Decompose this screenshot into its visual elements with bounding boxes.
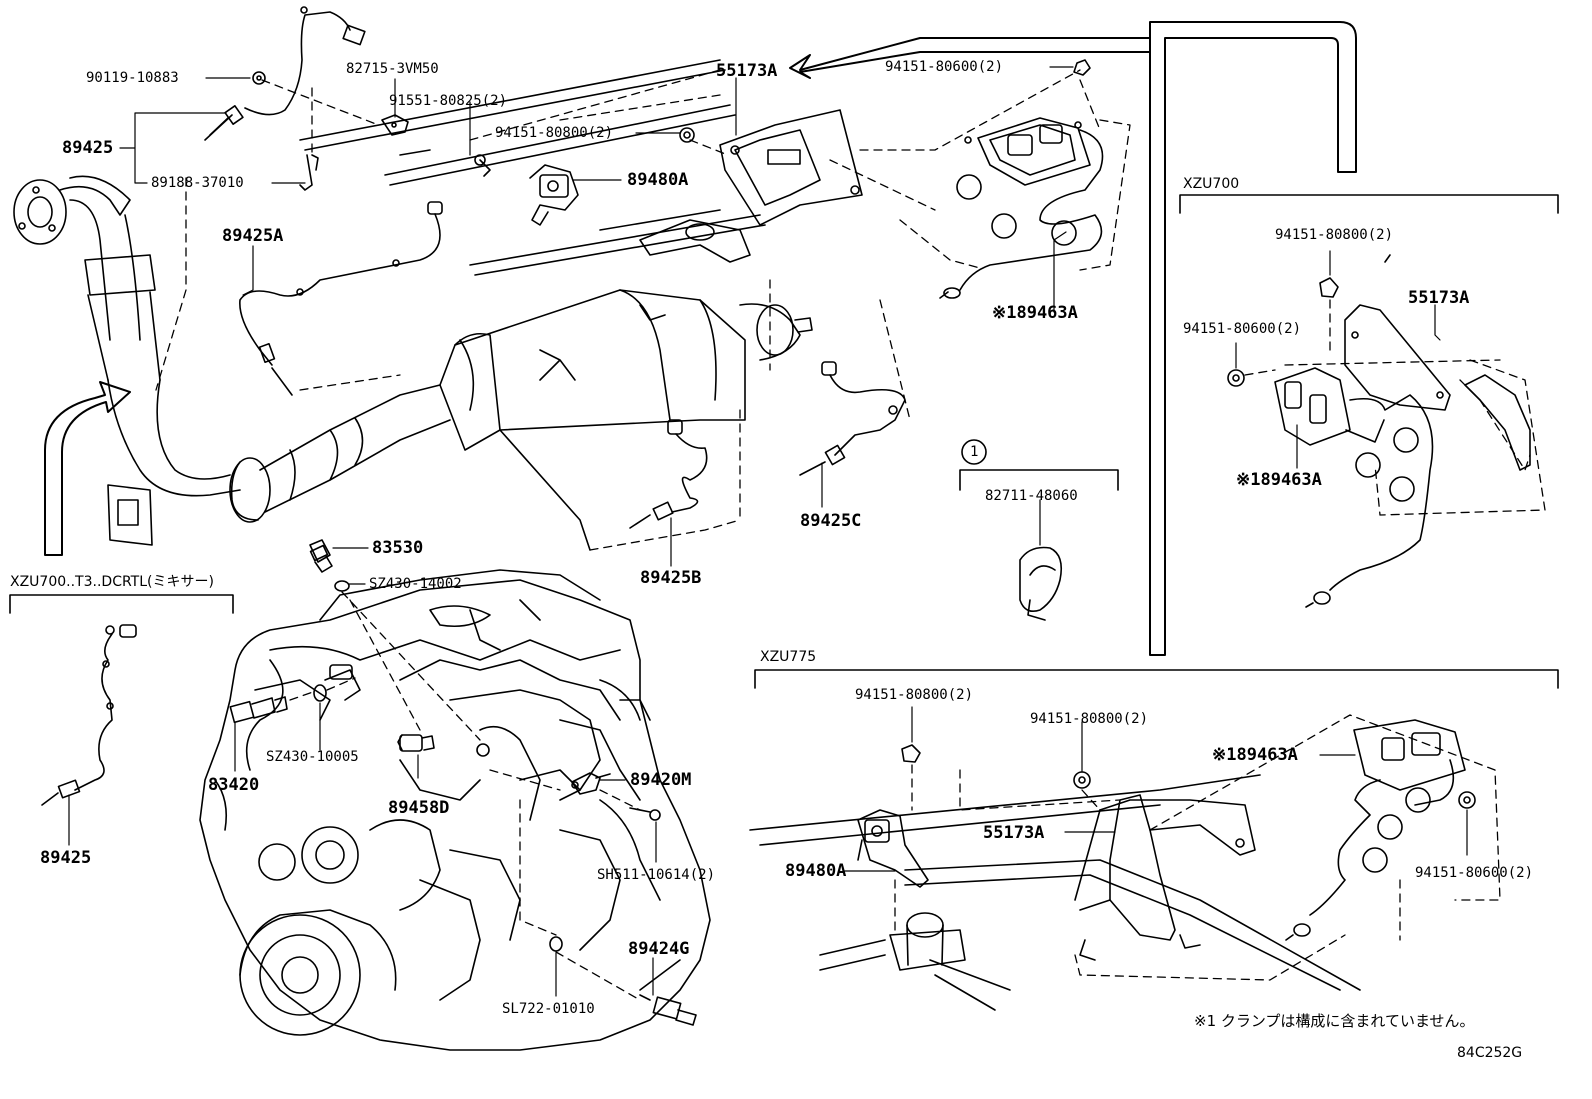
label-sz430-10005: SZ430-10005 [266,749,359,765]
catalytic-converter [229,289,813,551]
nut-94151-80600-right [1227,369,1245,387]
clip-89188 [299,154,319,191]
label-b-89480A: 89480A [785,861,847,881]
label-94151-80800-top: 94151-80800(2) [495,125,614,141]
label-82715-3vm50: 82715-3VM50 [346,61,439,77]
variant-bracket-xzu775 [754,669,1559,689]
clamp-markers-bottom [1362,787,1431,873]
nut-94151-80800-top [679,127,695,143]
label-89425B: 89425B [640,568,702,588]
label-89420M: 89420M [630,770,692,790]
mount-bottom [889,912,966,971]
flow-arrow-top [789,21,1357,656]
label-89425-top: 89425 [62,138,114,158]
clamp-markers-top [956,174,1077,246]
exhaust-pipe-front [13,175,241,546]
label-89463A-top: ※189463A [992,303,1078,323]
gasket-sz430-14002 [334,580,350,592]
label-b-94151-80600: 94151-80600(2) [1415,865,1534,881]
label-90119-10883: 90119-10883 [86,70,179,86]
label-r-94151-80800: 94151-80800(2) [1275,227,1394,243]
bracket-55173A-bottom [1074,794,1256,961]
label-b-94151-80800-a: 94151-80800(2) [855,687,974,703]
sensor-89425-left [41,624,137,806]
sensor-89425A [239,201,443,396]
label-82711-48060: 82711-48060 [985,488,1078,504]
gasket-sl722 [549,936,563,952]
clamp-82711 [959,439,1119,621]
sensor-89425C [799,361,906,476]
label-sh511-10614: SH511-10614(2) [597,867,716,883]
sensor-89463A-bottom [1285,719,1466,941]
dashed-leaders-top [155,69,1131,551]
sensor-89424G [639,994,697,1026]
bracket-55173A-top [639,109,863,263]
label-b-89463A: ※189463A [1212,745,1298,765]
nut-94151-80600-top [1073,59,1091,76]
sensor-89420M [571,772,611,795]
sensor-83530 [309,539,333,573]
clamp-markers-right [1355,427,1419,502]
dashed-leaders-bottom [894,714,1501,981]
sensor-83420 [229,696,288,724]
sensor-89480A-bottom [857,809,929,888]
label-94151-80600-top: 94151-80600(2) [885,59,1004,75]
bracket-55173A-right [1344,254,1451,411]
label-89188-37010: 89188-37010 [151,175,244,191]
label-89425C: 89425C [800,511,862,531]
label-89424G: 89424G [628,939,690,959]
flow-arrow-left [44,381,131,556]
label-r-89463A: ※189463A [1236,470,1322,490]
label-r-94151-80600: 94151-80600(2) [1183,321,1302,337]
variant-label-xzu700: XZU700 [1183,176,1240,192]
dashed-leaders-engine [289,591,641,1001]
label-55173A-top: 55173A [716,61,778,81]
sensor-89458D [397,734,435,752]
bolt-sh511 [629,807,661,821]
clamp-marker-label: 1 [970,444,979,460]
label-sl722-01010: SL722-01010 [502,1001,595,1017]
nut-94151-80800-bottom-b [1073,771,1091,789]
engine-block [199,569,711,1051]
gasket-sz430-10005 [313,684,327,702]
label-89458D: 89458D [388,798,450,818]
label-91551-80825: 91551-80825(2) [389,93,508,109]
sensor-89425B [629,419,708,529]
variant-label-xzu700-mixer: XZU700..T3..DCRTL(ミキサー) [10,574,214,590]
variant-bracket-mixer [9,594,234,614]
label-r-55173A: 55173A [1408,288,1470,308]
sensor-89463A-top [939,117,1104,299]
bracket-82715 [381,114,409,136]
frame-piece-right [1464,374,1531,471]
nut-94151-80800-bottom-a [901,744,921,763]
sensor-89425-top [204,6,366,141]
label-89425-left: 89425 [40,848,92,868]
sensor-89463A-right [1274,367,1434,608]
label-89480A-top: 89480A [627,170,689,190]
figure-code: 84C252G [1457,1045,1523,1061]
variant-label-xzu775: XZU775 [760,649,817,665]
frame-rails-bottom [749,774,1361,1011]
label-89425A: 89425A [222,226,284,246]
variant-bracket-xzu700 [1179,194,1559,214]
frame-rails-top [299,59,766,276]
label-83420: 83420 [208,775,260,795]
label-leaders [68,66,1468,997]
label-b-94151-80800-b: 94151-80800(2) [1030,711,1149,727]
nut-94151-80800-right [1319,277,1339,298]
footnote: ※1 クランプは構成に含まれていません。 [1194,1012,1475,1030]
label-83530: 83530 [372,538,424,558]
nut-94151-80600-bottom [1458,791,1476,809]
sensor-89480A-top [474,154,579,226]
label-sz430-14002: SZ430-14002 [369,576,462,592]
label-b-55173A: 55173A [983,823,1045,843]
